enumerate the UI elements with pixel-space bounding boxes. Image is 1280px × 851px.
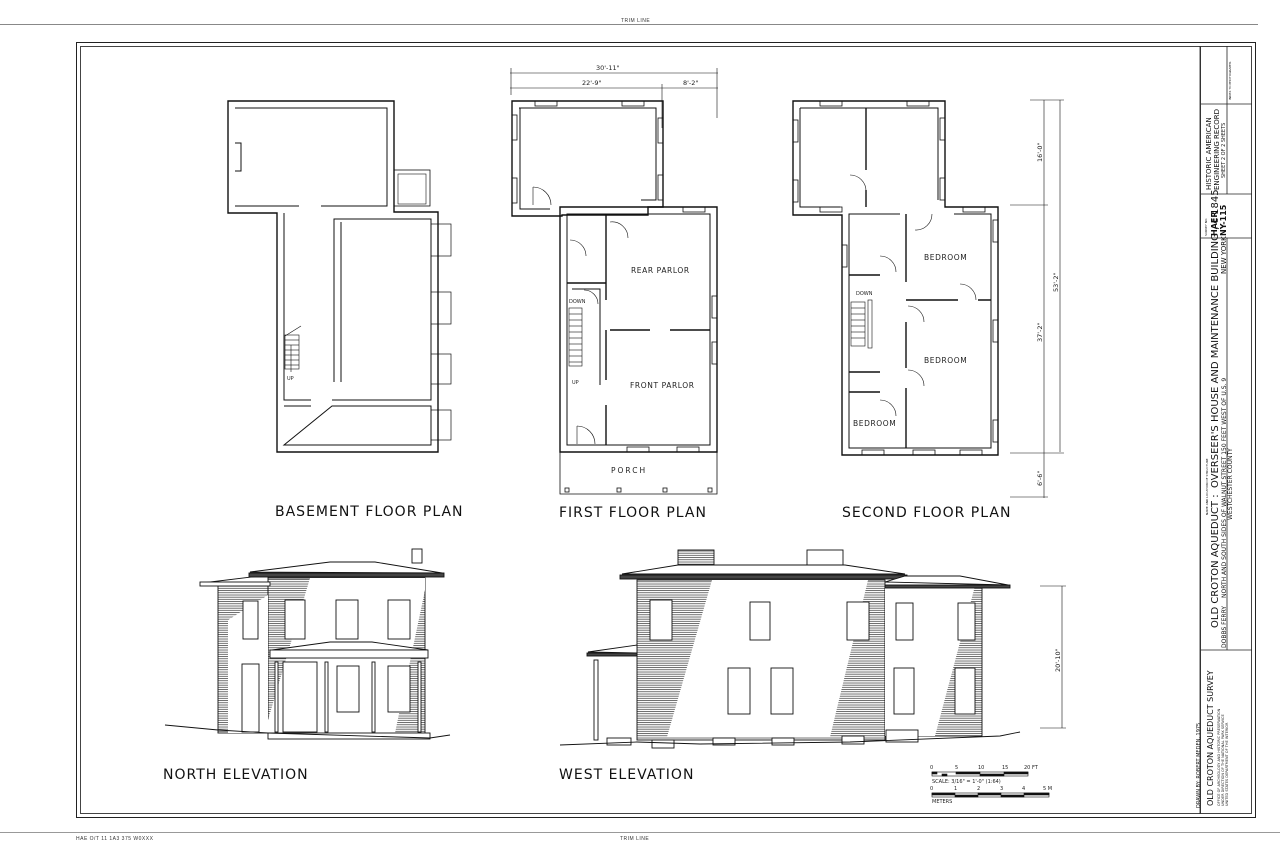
city-label: DOBBS FERRY [1221,605,1228,648]
scale-tick-10ft: 10 [978,765,985,771]
dim-porch-depth: 6'-6" [1036,470,1044,486]
room-label-bedroom-1: BEDROOM [924,253,968,262]
scale-tick-5ft: 5 [955,765,959,771]
trim-line-bottom [0,832,1280,833]
project-title: OLD CROTON AQUEDUCT : OVERSEER'S HOUSE A… [1210,189,1221,628]
basement-plan-title: BASEMENT FLOOR PLAN [275,504,464,520]
trim-line-top [0,24,1258,25]
first-floor-plan [510,68,718,495]
dim-overall-width: 30'-11" [596,64,620,72]
room-label-bedroom-2: BEDROOM [924,356,968,365]
west-elevation [559,549,1066,749]
second-floor-plan-title: SECOND FLOOR PLAN [842,505,1012,521]
north-elevation [164,548,451,740]
agency-line1: HISTORIC AMERICAN [1205,117,1213,190]
first-stair-up-label: UP [572,380,579,386]
print-code: HAE O/T 11 1A3 375 W0XXX [76,836,154,842]
sheet-border-outer [76,42,1256,818]
first-stair-down-label: DOWN [569,299,586,305]
scale-tick-4m: 4 [1022,786,1026,792]
scale-tick-0ft: 0 [930,765,934,771]
sheet-border-inner [80,46,1252,814]
second-floor-plan [792,99,1064,498]
survey-name: OLD CROTON AQUEDUCT SURVEY [1206,670,1215,806]
trim-label-top: TRIM LINE [621,18,651,24]
scale-tick-20ft: 20 FT [1024,765,1038,771]
scale-tick-15ft: 15 [1002,765,1009,771]
structure-name: OVERSEER'S HOUSE AND MAINTENANCE BUILDIN… [1210,189,1221,489]
location-line2: WESTCHESTER COUNTY [1227,448,1234,520]
scale-tick-1m: 1 [954,786,958,792]
survey-caption: SURVEY NO. [1204,217,1208,236]
title-block [1200,46,1253,814]
room-label-rear-parlor: REAR PARLOR [631,266,690,275]
dim-elevation-height: 20'-10" [1054,648,1062,672]
dim-main-width: 22'-9" [582,79,602,87]
dim-upper-depth: 16'-0" [1036,142,1044,162]
room-label-porch: PORCH [611,466,648,475]
second-stair-down-label: DOWN [856,291,873,297]
basement-floor-plan [227,100,452,453]
drawn-by: DRAWN BY: ROBERT MEDEN, 1975 [1196,722,1202,808]
west-elevation-title: WEST ELEVATION [559,767,695,783]
scale-tick-2m: 2 [977,786,981,792]
scale-bar-graphic [931,771,1050,798]
name-location-caption: NAME AND LOCATION OF STRUCTURE [1205,458,1209,515]
scale-tick-0m: 0 [930,786,934,792]
index-caption: INDEX TO PHOTOGRAPHS [1228,61,1232,100]
project-name: OLD CROTON AQUEDUCT : [1210,494,1221,628]
scale-meters-label: METERS [932,799,953,805]
scale-tick-3m: 3 [1000,786,1004,792]
basement-stair-up-label: UP [287,376,294,382]
scale-tick-5m: 5 M [1043,786,1053,792]
office-line3: UNITED STATES DEPARTMENT OF THE INTERIOR [1225,722,1229,807]
north-elevation-title: NORTH ELEVATION [163,767,309,783]
agency-line2: ENGINEERING RECORD [1213,109,1221,190]
dim-offset-width: 8'-2" [683,79,699,87]
trim-label-bottom: TRIM LINE [620,836,650,842]
dim-overall-depth: 53'-2" [1052,272,1060,292]
room-label-bedroom-3: BEDROOM [853,419,897,428]
sheet-number: SHEET 2 OF 2 SHEETS [1221,122,1227,178]
first-floor-plan-title: FIRST FLOOR PLAN [559,505,707,521]
scale-text: SCALE: 3/16" = 1'-0" (1:64) [932,779,1001,785]
state-label: NEW YORK [1220,236,1228,274]
dim-main-depth: 37'-2" [1036,322,1044,342]
room-label-front-parlor: FRONT PARLOR [630,381,695,390]
